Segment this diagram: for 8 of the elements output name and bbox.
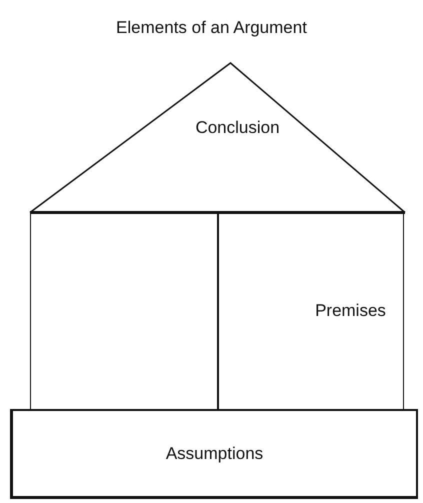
node-label: Premises — [314, 301, 387, 321]
pillar-box — [217, 213, 404, 411]
foundation-box — [10, 409, 418, 499]
node-label: Assumptions — [164, 444, 264, 464]
diagram-title: Elements of an Argument — [115, 18, 308, 38]
node-label: Conclusion — [194, 118, 281, 138]
pillar-box — [30, 213, 219, 411]
roof-triangle — [30, 62, 405, 214]
